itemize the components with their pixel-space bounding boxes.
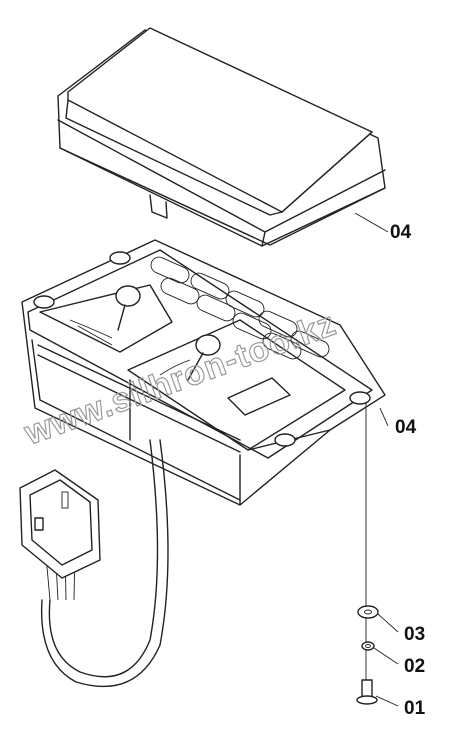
callout-base: 04 <box>395 417 417 438</box>
vent-slots <box>150 256 330 360</box>
spring-washer-part <box>361 641 375 651</box>
callout-washer: 03 <box>404 624 425 645</box>
leader-screw <box>375 695 399 707</box>
leader-washer <box>377 613 399 633</box>
callout-screw: 01 <box>404 698 426 719</box>
right-rotary-knob <box>159 334 221 381</box>
rocker-switch <box>227 377 291 416</box>
left-rotary-knob <box>69 285 141 346</box>
callout-cover: 04 <box>390 222 412 243</box>
leader-spring-washer <box>373 647 399 665</box>
washer-part <box>357 605 379 619</box>
base-housing-part <box>21 239 386 506</box>
cover-part <box>57 27 386 247</box>
leader-cover <box>354 212 389 233</box>
connector-plug <box>19 469 101 579</box>
mounting-bosses <box>33 251 371 447</box>
callout-spring-washer: 02 <box>404 656 425 677</box>
screw-part <box>356 679 378 705</box>
leader-base <box>379 407 389 427</box>
